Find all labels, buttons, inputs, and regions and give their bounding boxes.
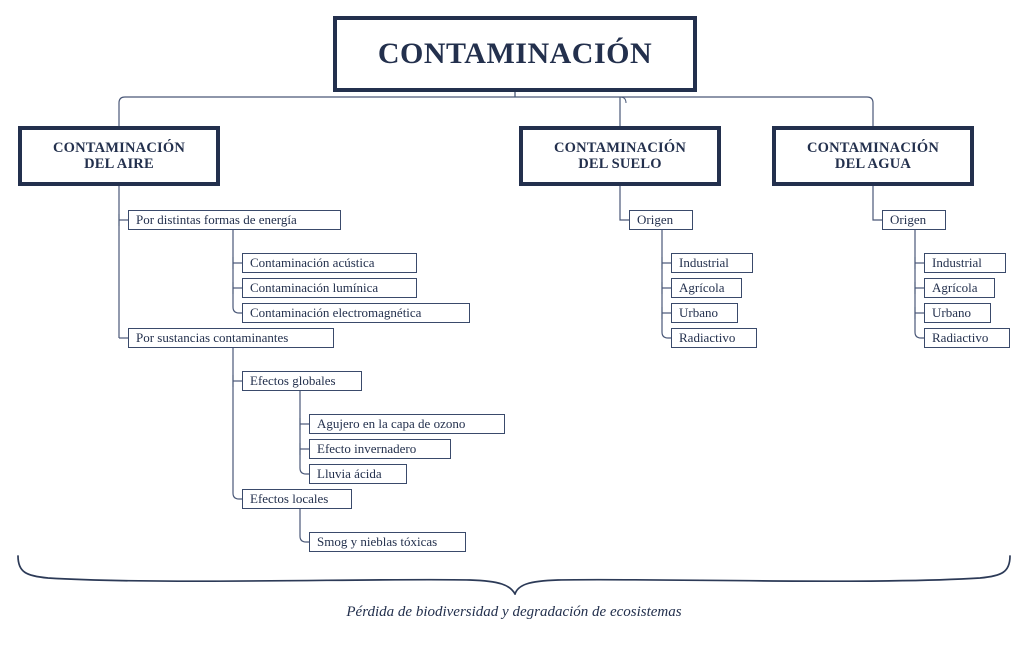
node-contaminacion-luminica[interactable]: Contaminación lumínica (242, 278, 417, 298)
node-efectos-locales[interactable]: Efectos locales (242, 489, 352, 509)
node-label: Efecto invernadero (317, 440, 417, 456)
node-label: Por distintas formas de energía (136, 211, 297, 227)
node-label: Efectos locales (250, 490, 329, 506)
node-label: Origen (890, 211, 927, 227)
node-label: Industrial (932, 254, 982, 270)
node-contaminacion-del-suelo[interactable]: CONTAMINACIÓN DEL SUELO (519, 126, 721, 186)
node-agua-origen[interactable]: Origen (882, 210, 946, 230)
node-label-line2: DEL AGUA (834, 156, 912, 172)
node-label: Urbano (679, 304, 718, 320)
node-label: Por sustancias contaminantes (136, 329, 289, 345)
node-suelo-radiactivo[interactable]: Radiactivo (671, 328, 757, 348)
node-efecto-invernadero[interactable]: Efecto invernadero (309, 439, 451, 459)
node-suelo-industrial[interactable]: Industrial (671, 253, 753, 273)
node-agujero-en-la-capa-de-ozono[interactable]: Agujero en la capa de ozono (309, 414, 505, 434)
node-label: CONTAMINACIÓN (377, 37, 653, 71)
node-por-distintas-formas-de-energia[interactable]: Por distintas formas de energía (128, 210, 341, 230)
node-label: Agrícola (679, 279, 725, 295)
node-agua-radiactivo[interactable]: Radiactivo (924, 328, 1010, 348)
node-por-sustancias-contaminantes[interactable]: Por sustancias contaminantes (128, 328, 334, 348)
node-label-line2: DEL SUELO (578, 156, 662, 172)
node-contaminacion-acustica[interactable]: Contaminación acústica (242, 253, 417, 273)
node-contaminacion-del-agua[interactable]: CONTAMINACIÓN DEL AGUA (772, 126, 974, 186)
node-efectos-globales[interactable]: Efectos globales (242, 371, 362, 391)
node-label: Contaminación electromagnética (250, 304, 422, 320)
node-label: Radiactivo (932, 329, 989, 345)
node-root-contaminacion[interactable]: CONTAMINACIÓN (333, 16, 697, 92)
footer-caption: Pérdida de biodiversidad y degradación d… (346, 604, 682, 620)
node-label: Agujero en la capa de ozono (317, 415, 466, 431)
node-label: Efectos globales (250, 372, 336, 388)
node-smog-y-nieblas-toxicas[interactable]: Smog y nieblas tóxicas (309, 532, 466, 552)
node-suelo-urbano[interactable]: Urbano (671, 303, 738, 323)
node-label: Industrial (679, 254, 729, 270)
node-lluvia-acida[interactable]: Lluvia ácida (309, 464, 407, 484)
node-label: Origen (637, 211, 674, 227)
node-suelo-agricola[interactable]: Agrícola (671, 278, 742, 298)
node-label: Radiactivo (679, 329, 736, 345)
node-contaminacion-del-aire[interactable]: CONTAMINACIÓN DEL AIRE (18, 126, 220, 186)
node-agua-industrial[interactable]: Industrial (924, 253, 1006, 273)
node-label-line1: CONTAMINACIÓN (806, 139, 940, 156)
node-label: Smog y nieblas tóxicas (317, 533, 438, 549)
node-label: Contaminación acústica (250, 254, 375, 270)
node-label-line2: DEL AIRE (84, 156, 154, 172)
node-label-line1: CONTAMINACIÓN (553, 139, 687, 156)
node-agua-agricola[interactable]: Agrícola (924, 278, 995, 298)
node-label: Lluvia ácida (317, 465, 382, 481)
node-label: Urbano (932, 304, 971, 320)
node-label: Agrícola (932, 279, 978, 295)
node-label-line1: CONTAMINACIÓN (52, 139, 186, 156)
node-contaminacion-electromagnetica[interactable]: Contaminación electromagnética (242, 303, 470, 323)
node-label: Contaminación lumínica (250, 279, 379, 295)
node-agua-urbano[interactable]: Urbano (924, 303, 991, 323)
node-suelo-origen[interactable]: Origen (629, 210, 693, 230)
